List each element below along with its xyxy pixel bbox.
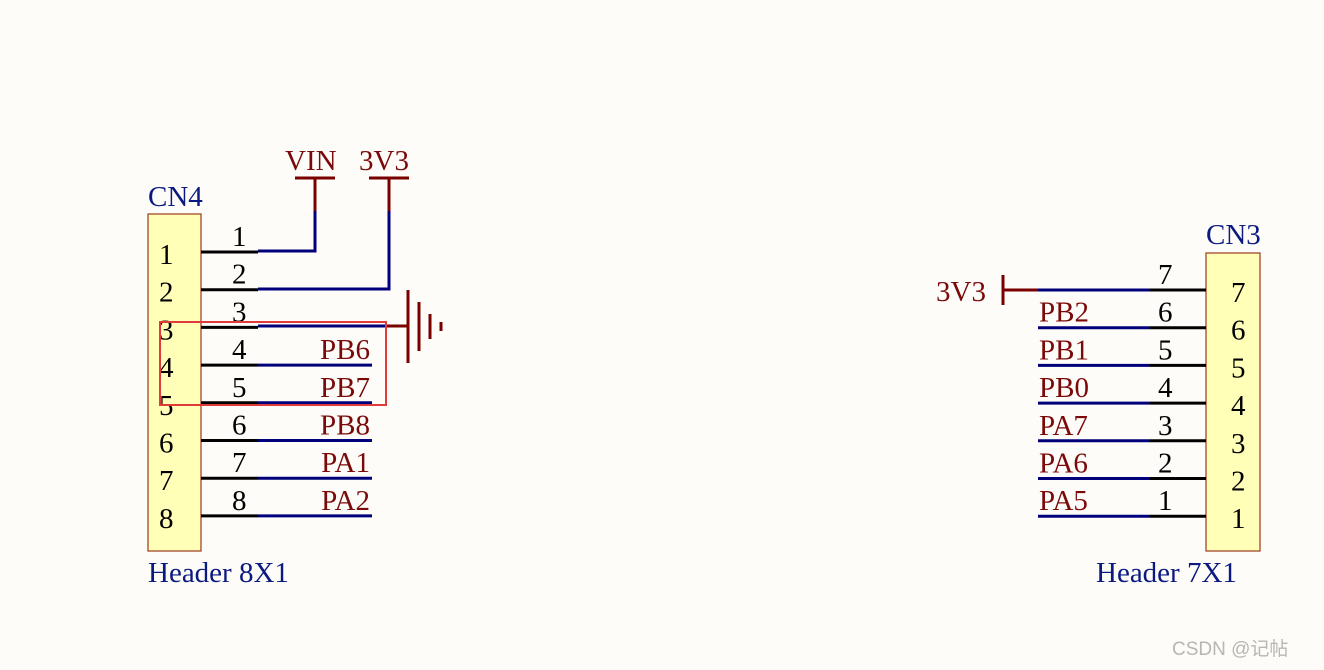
- cn3-pin-number: 5: [1158, 334, 1173, 366]
- cn4-pin-body-label: 3: [159, 314, 174, 346]
- cn3-pin-number: 2: [1158, 448, 1173, 480]
- cn3-pin-number: 1: [1158, 485, 1173, 517]
- cn3-net-label: PA6: [1039, 448, 1088, 480]
- cn4-pin-4[interactable]: 4 4 PB6: [159, 334, 372, 384]
- cn4-net-label: PA2: [321, 485, 370, 517]
- cn3-pin-4[interactable]: 4 4 PB0: [1038, 372, 1246, 422]
- cn4-pin-number: 2: [232, 259, 247, 291]
- v33-wire[interactable]: [258, 211, 391, 291]
- cn3-net-label: PB0: [1039, 372, 1089, 404]
- cn4-body[interactable]: [147, 213, 202, 552]
- cn3-v33-label: 3V3: [936, 276, 986, 308]
- cn4-pin-2[interactable]: 22: [159, 259, 258, 309]
- cn3-net-label: PA7: [1039, 410, 1088, 442]
- cn4-pin-number: 4: [232, 334, 247, 366]
- cn3-net-label: PA5: [1039, 485, 1088, 517]
- cn3-pin-7[interactable]: 77: [1150, 259, 1246, 309]
- cn4-description: Header 8X1: [148, 557, 289, 589]
- cn4-pin-number: 3: [232, 296, 247, 328]
- cn4-net-label: PB7: [320, 372, 370, 404]
- cn4-pin-number: 7: [232, 447, 247, 479]
- cn4-pin-1[interactable]: 11: [159, 221, 258, 271]
- ground-icon: [406, 290, 443, 363]
- cn3-pin-body-label: 5: [1231, 352, 1246, 384]
- cn4-power-wiring: VIN 3V3: [258, 145, 443, 363]
- cn4-pin-body-label: 6: [159, 428, 174, 460]
- cn4-pin-number: 8: [232, 485, 247, 517]
- cn3-pin-body-label: 6: [1231, 315, 1246, 347]
- cn3-pin-number: 7: [1158, 259, 1173, 291]
- cn3-pin-number: 3: [1158, 410, 1173, 442]
- cn3-pin-body-label: 2: [1231, 466, 1246, 498]
- cn3-pin-body-label: 3: [1231, 428, 1246, 460]
- cn4-net-label: PA1: [321, 447, 370, 479]
- cn3-pin-3[interactable]: 3 3 PA7: [1038, 410, 1246, 460]
- cn3-description: Header 7X1: [1096, 557, 1237, 589]
- cn4-pin-8[interactable]: 8 8 PA2: [159, 485, 372, 535]
- cn3-pin-2[interactable]: 2 2 PA6: [1038, 448, 1246, 498]
- highlight-box: [159, 321, 387, 406]
- cn4-net-label: PB6: [320, 334, 370, 366]
- cn4-pin-body-label: 2: [159, 277, 174, 309]
- cn4-pin-number: 5: [232, 372, 247, 404]
- cn4-pin-body-label: 8: [159, 503, 174, 535]
- cn4-pin-body-label: 1: [159, 239, 174, 271]
- cn3-pin-1[interactable]: 1 1 PA5: [1038, 485, 1246, 535]
- cn3-net-label: PB1: [1039, 334, 1089, 366]
- cn4-pin-7[interactable]: 7 7 PA1: [159, 447, 372, 497]
- cn3-pin-body-label: 4: [1231, 390, 1246, 422]
- cn3-pin-number: 6: [1158, 297, 1173, 329]
- cn3-net-label: PB2: [1039, 297, 1089, 329]
- vin-wire[interactable]: [258, 211, 317, 253]
- cn4-net-label: PB8: [320, 410, 370, 442]
- cn3-pin-5[interactable]: 5 5 PB1: [1038, 334, 1246, 384]
- cn3-power-wiring: 3V3: [936, 275, 1150, 308]
- cn3-pin-body-label: 1: [1231, 503, 1246, 535]
- watermark: CSDN @记帖: [1172, 639, 1289, 660]
- cn4-designator: CN4: [148, 181, 203, 213]
- cn4-pin-number: 1: [232, 221, 247, 253]
- cn3-designator: CN3: [1206, 219, 1261, 251]
- vin-label: VIN: [285, 145, 337, 177]
- cn3-pin-number: 4: [1158, 372, 1173, 404]
- cn4-pin-number: 6: [232, 410, 247, 442]
- cn3-pin-body-label: 7: [1231, 277, 1246, 309]
- v33-label: 3V3: [359, 145, 409, 177]
- cn4-pin-6[interactable]: 6 6 PB8: [159, 410, 372, 460]
- cn4-pin-body-label: 4: [159, 352, 174, 384]
- cn4-pin-body-label: 7: [159, 465, 174, 497]
- cn3-pin-6[interactable]: 6 6 PB2: [1038, 297, 1246, 347]
